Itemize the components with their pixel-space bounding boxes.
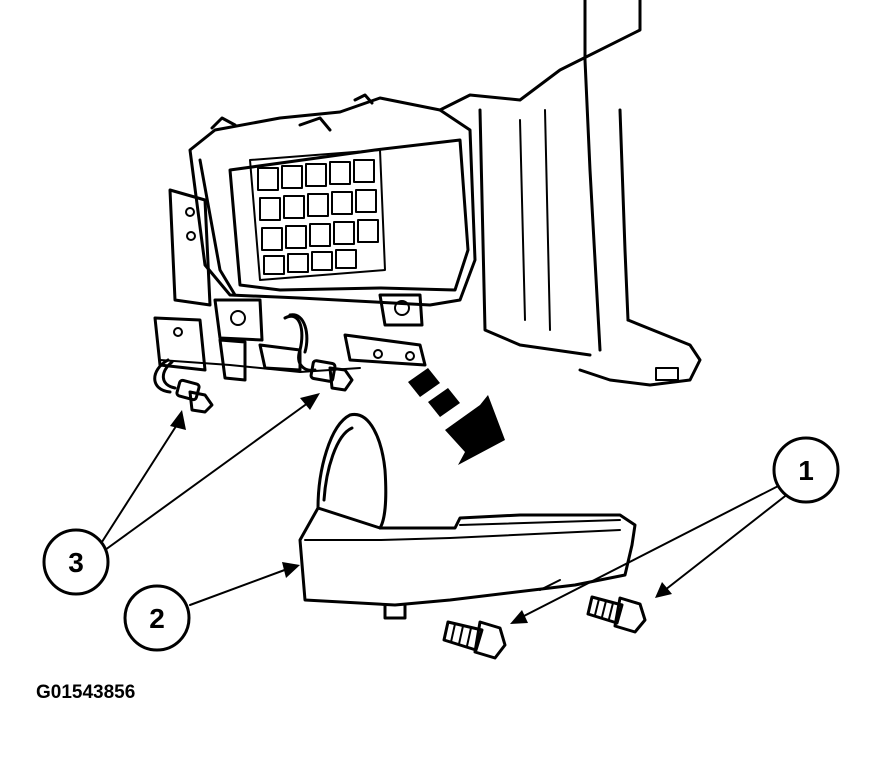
removal-direction-arrow: [408, 368, 505, 465]
callout-1: 1: [772, 436, 840, 504]
screw-right: [586, 595, 647, 634]
dash-structure: [438, 0, 702, 387]
callout-3: 3: [42, 528, 110, 596]
callout-3-label: 3: [68, 547, 84, 578]
leader-lines: [99, 393, 799, 624]
callout-2-label: 2: [149, 603, 165, 634]
bulb-socket-left: [153, 358, 214, 414]
grille-housing: [153, 93, 477, 382]
bulb-socket-right: [283, 313, 354, 392]
screw-left: [442, 620, 507, 660]
lamp-assembly: [298, 413, 637, 620]
callout-1-label: 1: [798, 455, 814, 486]
grille-mesh: [257, 159, 379, 275]
figure-code: G01543856: [36, 682, 135, 703]
callout-2: 2: [123, 584, 191, 652]
